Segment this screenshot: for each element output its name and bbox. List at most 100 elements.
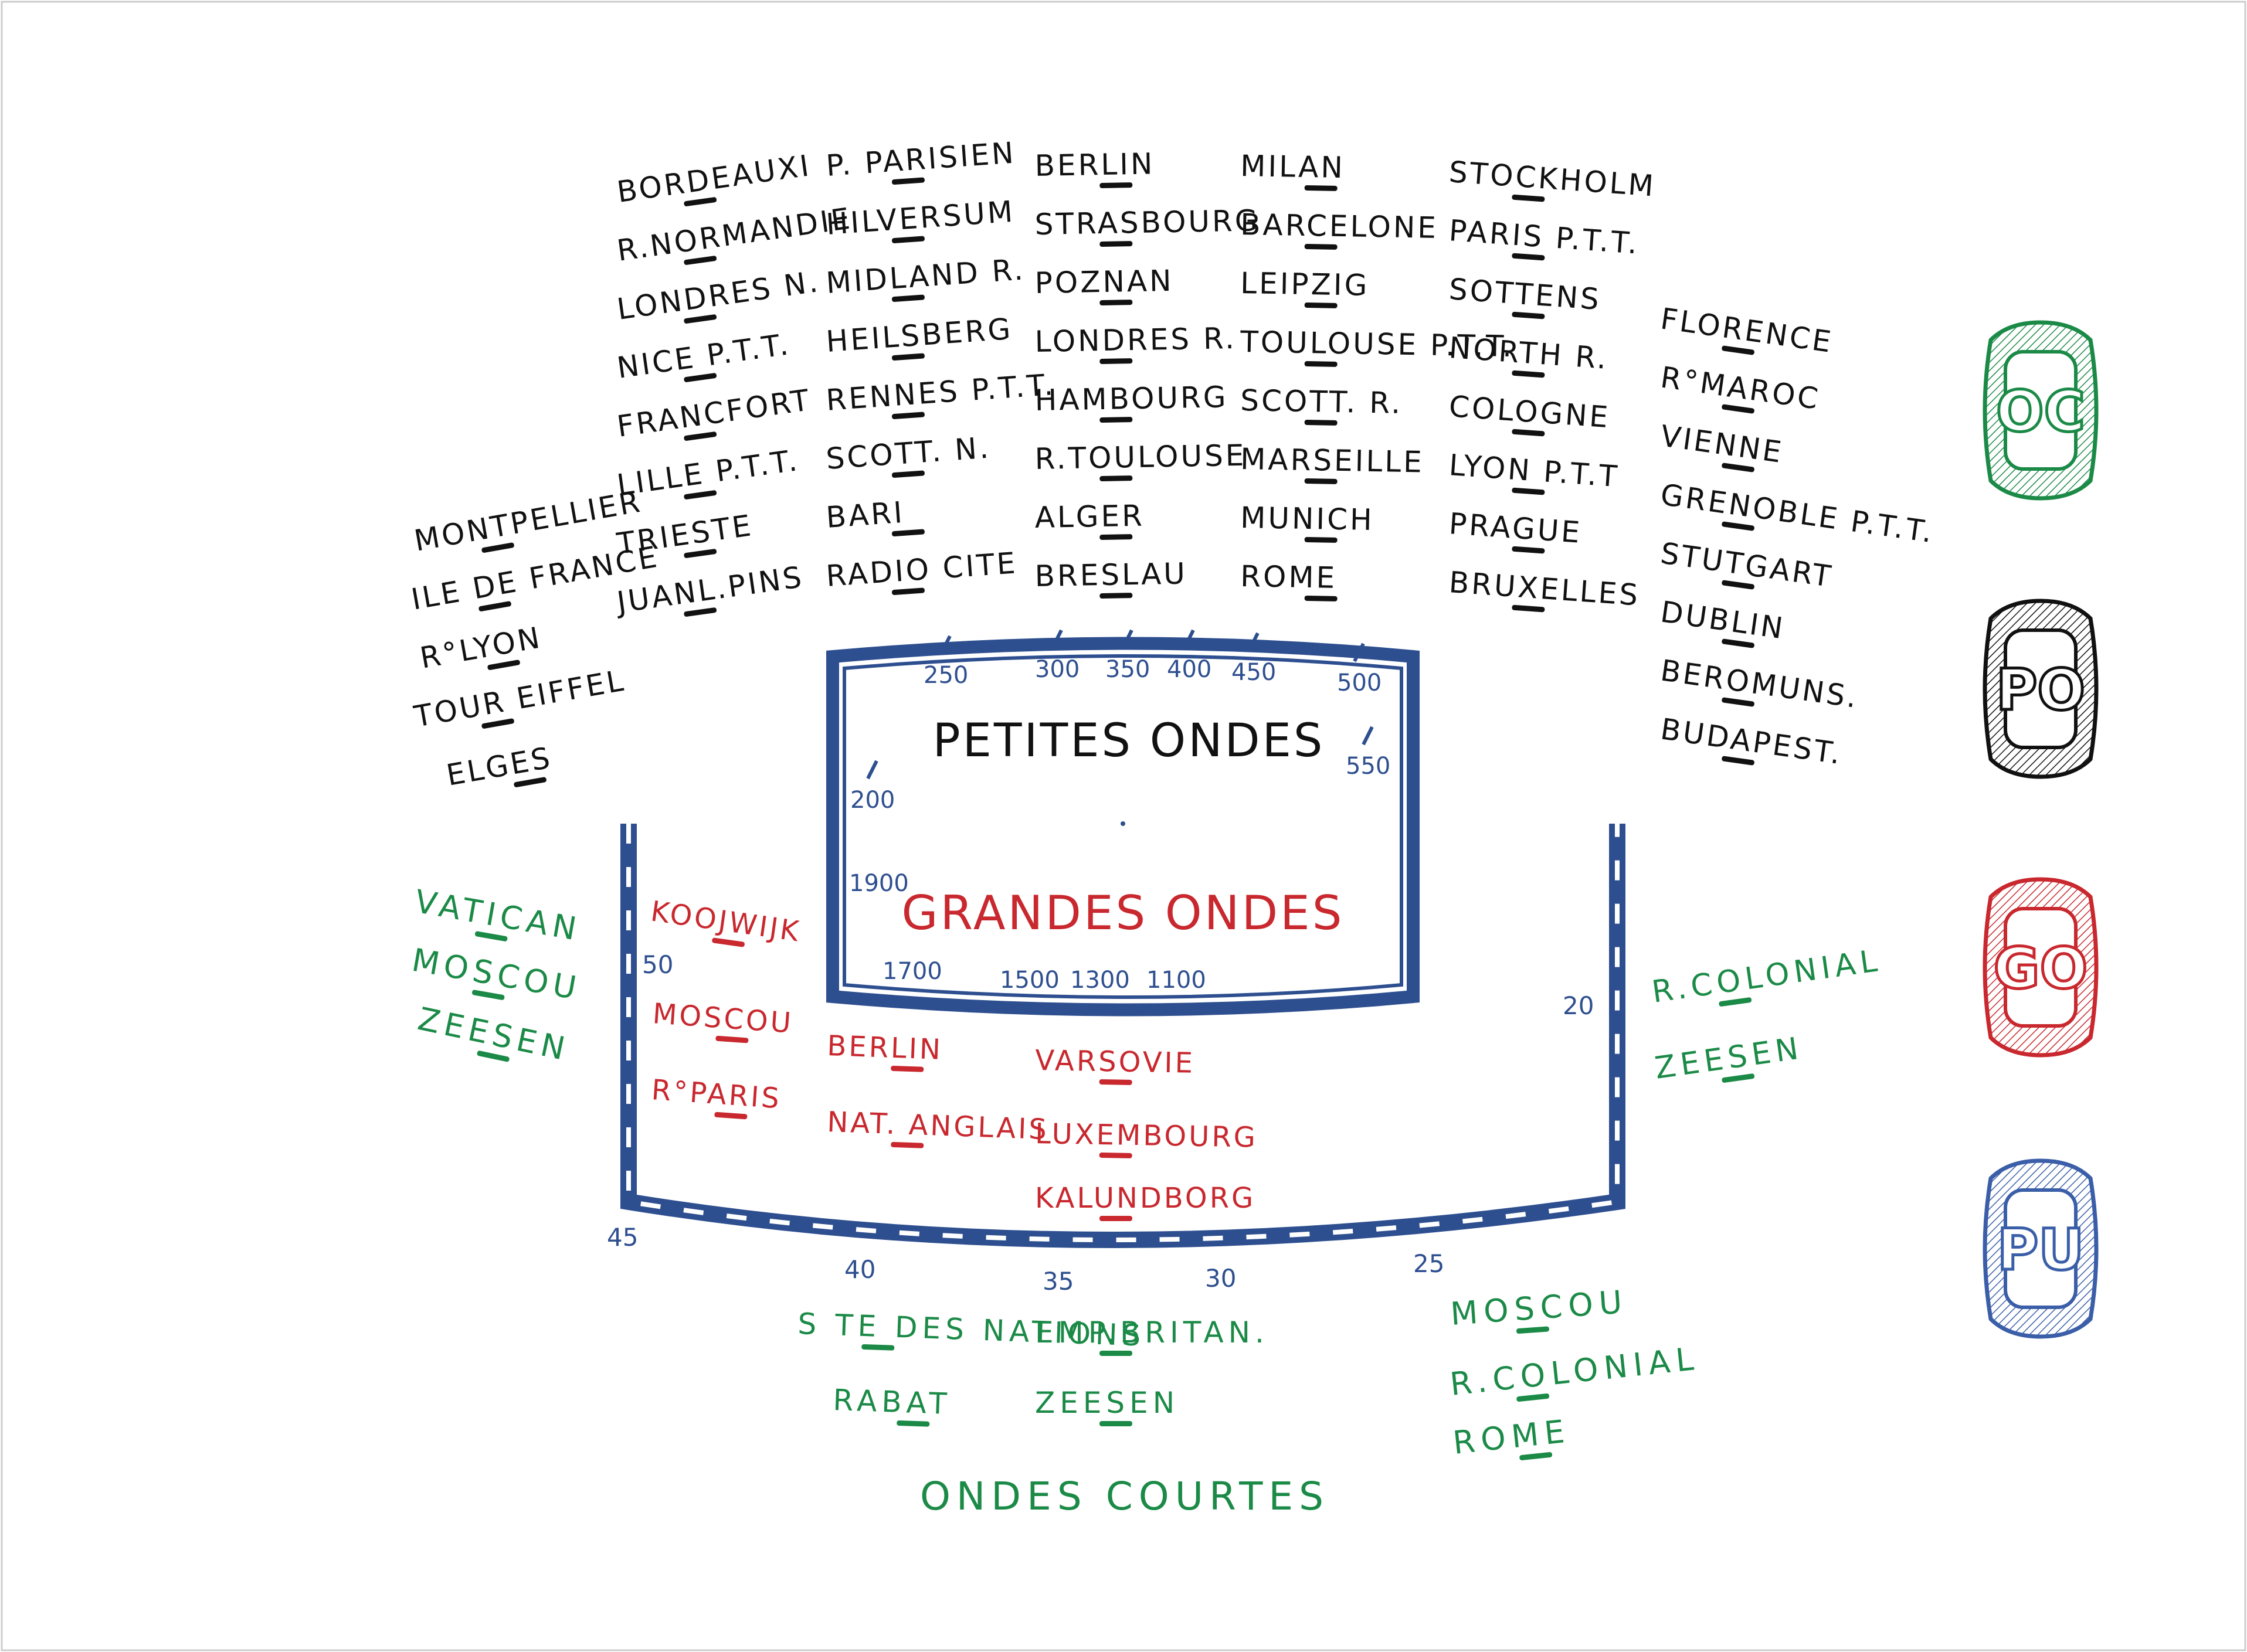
go-station-label: LUXEMBOURG [1035, 1117, 1258, 1154]
tuning-mark [1719, 997, 1752, 1007]
tuning-mark [477, 1051, 510, 1062]
tuning-mark [1722, 638, 1754, 648]
po-station-label: MONTPELLIER [412, 484, 644, 558]
tuning-mark [1516, 1393, 1550, 1402]
po-station-label: BARI [825, 495, 906, 535]
tuning-mark [1512, 194, 1545, 202]
tuning-mark [891, 236, 925, 244]
tuning-mark [1722, 1073, 1755, 1083]
tuning-mark [712, 937, 745, 947]
po-station-label: SCOTT. R. [1240, 383, 1403, 420]
po-station-label: BEROMUNS. [1658, 653, 1861, 715]
grandes-ondes-title: GRANDES ONDES [901, 886, 1344, 940]
tuning-mark [1099, 182, 1133, 189]
go-station-label: NAT. ANGLAIS [827, 1106, 1050, 1146]
po-station-label: LYON P.T.T [1448, 448, 1620, 494]
po-station-label: MUNICH [1240, 501, 1374, 537]
po-station-label: BRESLAU [1034, 556, 1187, 593]
tuning-mark [897, 1420, 930, 1427]
tuning-mark [891, 587, 925, 596]
tuning-mark [1304, 302, 1338, 308]
tuning-mark [1512, 604, 1545, 613]
tuning-mark [1099, 241, 1133, 247]
tuning-mark [684, 431, 717, 441]
tuning-mark [1304, 419, 1338, 426]
oc-station-label: R.COLONIAL [1448, 1340, 1701, 1403]
tuning-mark [1512, 253, 1545, 261]
oc-scale-number: 20 [1563, 991, 1594, 1020]
tuning-mark [1099, 475, 1133, 482]
po-station-label: LEIPZIG [1240, 266, 1370, 302]
po-scale-number: 250 [924, 662, 968, 689]
po-station-label: MARSEILLE [1240, 442, 1424, 479]
tuning-mark [1099, 1351, 1132, 1356]
tuning-mark [1099, 1079, 1132, 1085]
tuning-mark [1304, 478, 1338, 484]
tuning-mark [1512, 370, 1545, 378]
tuning-mark [1722, 345, 1754, 355]
go-scale-number: 1500 [1000, 967, 1060, 994]
tuning-mark [684, 373, 717, 382]
tuning-mark [1304, 361, 1338, 367]
po-station-label: R.NORMANDIE [615, 201, 854, 268]
tuning-mark [1099, 417, 1133, 423]
oc-station-label: RABAT [833, 1383, 952, 1421]
tuning-mark [891, 412, 925, 420]
tuning-mark [684, 490, 717, 499]
tuning-mark [891, 1065, 924, 1072]
badge-label: PU [1997, 1217, 2084, 1283]
tuning-mark [1099, 593, 1133, 599]
po-scale-tick [1247, 632, 1260, 652]
tuning-mark [481, 718, 514, 729]
badge-label-plate [2004, 628, 2078, 749]
tuning-mark [891, 294, 925, 302]
tuning-mark [1512, 487, 1545, 495]
tuning-mark [891, 177, 925, 185]
badge-label: GO [1994, 936, 2088, 1001]
po-station-label: RADIO CITE [825, 546, 1019, 593]
band-badge-po[interactable]: PO [1983, 599, 2099, 779]
band-badge-pu[interactable]: PU [1983, 1158, 2099, 1339]
tuning-mark [1304, 595, 1338, 601]
band-badge-go[interactable]: GO [1983, 877, 2099, 1058]
po-station-label: NORTH R. [1448, 331, 1610, 376]
tuning-mark [481, 542, 514, 553]
po-scale-number: 500 [1337, 669, 1382, 696]
tuning-mark [1722, 580, 1754, 590]
po-station-label: VIENNE [1658, 419, 1786, 470]
tuning-mark [1722, 521, 1754, 531]
po-station-label: SOTTENS [1448, 272, 1602, 317]
po-scale-number: 400 [1167, 656, 1211, 683]
go-scale-number: 1700 [882, 958, 942, 985]
tuning-mark [1099, 1216, 1132, 1221]
tuning-mark [474, 931, 508, 941]
dial-window-inner-frame [843, 654, 1403, 999]
band-badge-oc[interactable]: OC [1983, 320, 2099, 501]
po-station-label: DUBLIN [1658, 594, 1787, 645]
po-station-label: MIDLAND R. [825, 252, 1026, 300]
tuning-mark [1304, 185, 1338, 191]
tuning-mark [1304, 536, 1338, 543]
po-station-label: BERLIN [1034, 147, 1155, 183]
tuning-mark [1722, 463, 1754, 473]
badge-label-plate [2004, 1188, 2078, 1309]
band-selector-badges: OC PO GO PU [1983, 320, 2099, 1339]
tuning-mark [1516, 1326, 1549, 1334]
tuning-mark [487, 660, 520, 670]
po-station-label: ROME [1240, 559, 1338, 595]
po-station-label: ELGES [444, 740, 555, 793]
go-station-label: MOSCOU [651, 997, 794, 1040]
tuning-mark [1099, 358, 1133, 365]
badge-label: PO [1996, 657, 2085, 723]
oc-station-label: EMP.BRITAN. [1035, 1316, 1269, 1350]
tuning-mark [684, 256, 717, 265]
tuning-mark [1512, 546, 1545, 554]
po-station-label: STRASBOURG [1034, 203, 1260, 242]
po-scale-number: 550 [1346, 753, 1390, 780]
po-station-label: RENNES P.T.T. [825, 368, 1057, 417]
